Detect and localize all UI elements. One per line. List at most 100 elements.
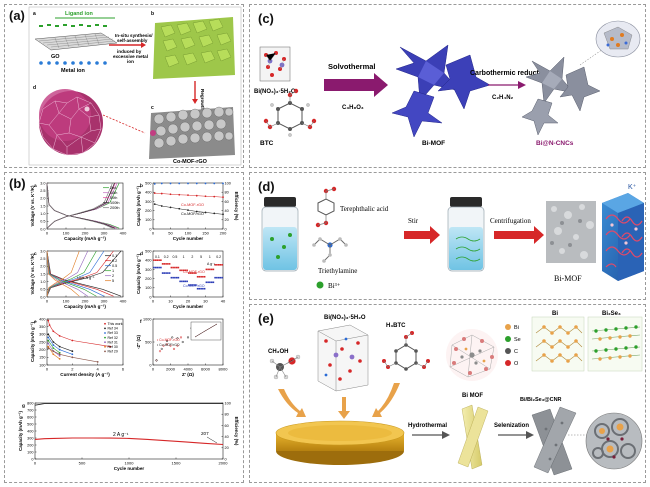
- rate-point-Co-MOF/rGO: [200, 287, 202, 290]
- h3btc-molecule: [382, 331, 430, 371]
- eis-inset: [190, 321, 222, 341]
- a-sub-a: a: [33, 11, 36, 17]
- rate-mark: 0.5: [172, 255, 177, 259]
- panel-e: (e) CH₃OH Bi(NO₃)₃·5H₂O: [249, 304, 646, 483]
- rate-point-Co-MOF/rGO: [214, 276, 216, 279]
- bi-n-cnc-crystals: [521, 56, 601, 136]
- rate-point-Co-MOF/rGO: [217, 276, 220, 279]
- y-tick-label: 400: [145, 191, 151, 195]
- rate-point-Co-MOF-rGO: [214, 264, 216, 266]
- x-tick-label: 2: [71, 367, 74, 372]
- rate-discharge-1: [46, 250, 97, 297]
- y-tick-label: 0.0: [40, 295, 45, 299]
- comparison-point-Ref 31: [47, 342, 50, 345]
- legend-swatch: [104, 322, 106, 325]
- rate-point-Co-MOF/rGO: [196, 287, 199, 290]
- charge-curve-10th: [46, 182, 118, 229]
- comparison-point-Ref 33: [52, 344, 55, 346]
- rate-point-Co-MOF/rGO: [179, 280, 181, 283]
- y-tick-label: 300: [145, 200, 151, 204]
- eis-point-Co-MOF-rGO: [162, 344, 165, 347]
- a-induced-3: ion: [127, 59, 134, 64]
- comparison-point-This work: [58, 334, 61, 337]
- comparison-point-Ref 29: [71, 356, 74, 359]
- comparison-point-This work: [71, 339, 74, 342]
- rate-point-Co-MOF/rGO: [221, 276, 223, 279]
- charge-curve-2nd: [46, 182, 120, 229]
- rate-point-Co-MOF/rGO: [203, 287, 206, 290]
- y-tick-label: 150: [39, 356, 45, 360]
- x-axis-label: Z' (Ω): [182, 372, 194, 377]
- y-tick-label: 100: [145, 286, 151, 290]
- x-tick-label: 200: [82, 299, 89, 304]
- y-tick-label: 300: [27, 436, 33, 440]
- y2-axis-label: Efficiency (%): [234, 417, 239, 446]
- y2-tick-label: 40: [225, 209, 229, 213]
- rate-point-Co-MOF/rGO: [212, 281, 215, 284]
- rate-point-Co-MOF-rGO: [182, 269, 185, 272]
- y-tick-label: 250: [39, 340, 45, 344]
- rate-point-Co-MOF-rGO: [212, 268, 215, 271]
- eis-point-Co-MOF/rGO: [160, 347, 163, 350]
- legend-label: 50th: [110, 196, 117, 200]
- x-tick-label: 0: [152, 231, 155, 236]
- discharge-curve-10th: [46, 182, 118, 229]
- eis-point-Co-MOF-rGO: [179, 336, 183, 339]
- rate-point-Co-MOF/rGO: [198, 287, 201, 290]
- comparison-point-Ref 30: [52, 353, 55, 356]
- y-tick-label: 600: [27, 415, 33, 419]
- final-capacity-label: 207: [201, 431, 209, 436]
- green-crystal-sheet: [153, 17, 235, 79]
- unit-label: Unit: A g⁻¹: [77, 276, 95, 280]
- efficiency-point: [153, 183, 156, 185]
- a-sub-d: d: [33, 85, 36, 91]
- bi-mof-rods: [457, 404, 489, 470]
- rate-mark: 2: [191, 255, 193, 259]
- x-tick-label: 500: [79, 461, 86, 466]
- rate-point-Co-MOF/rGO: [191, 284, 194, 286]
- legend-swatch: [104, 350, 106, 353]
- legend-label: 0.5: [112, 264, 117, 268]
- rate-point-Co-MOF/rGO: [186, 280, 188, 283]
- x-tick-label: 0: [152, 367, 155, 372]
- rate-point-Co-MOF-rGO: [196, 275, 199, 278]
- a-metal-ion: Metal ion: [61, 68, 85, 74]
- x-tick-label: 30: [203, 299, 208, 304]
- comparison-point-Ref 33: [58, 348, 61, 351]
- legend-label: 5: [112, 279, 114, 283]
- go-sheet: [34, 32, 118, 51]
- y-axis-label: Capacity (mAh g⁻¹): [30, 322, 35, 362]
- rate-point-Co-MOF-rGO: [198, 275, 201, 278]
- d-centrifugation: Centrifugation: [490, 217, 531, 225]
- a-sub-c: c: [151, 105, 154, 111]
- y2-tick-label: 80: [225, 191, 229, 195]
- panel-d-figure: Terephthalic acid Triethylamine Bi³⁺ Sti…: [261, 184, 644, 290]
- e-legend-o: O: [514, 361, 519, 367]
- rate-point-Co-MOF-rGO: [170, 266, 173, 269]
- y-tick-label: 2.5: [40, 257, 45, 261]
- rate-point-Co-MOF/rGO: [167, 272, 169, 274]
- e-legend-bi: Bi: [514, 325, 519, 331]
- y-tick-label: 500: [27, 422, 33, 426]
- rate-point-Co-MOF-rGO: [221, 264, 223, 266]
- long-cycle-efficiency: [34, 403, 223, 406]
- final-capacity-pointer: [206, 436, 218, 444]
- e-ch3oh: CH₃OH: [268, 349, 288, 355]
- x-tick-label: 0: [46, 299, 49, 304]
- efficiency-point: [178, 182, 181, 185]
- y-tick-label: 3.0: [40, 181, 45, 185]
- eis-point-Co-MOF-rGO: [158, 350, 162, 353]
- x-tick-label: 150: [202, 231, 209, 236]
- legend-label: 2nd: [110, 186, 116, 190]
- subpanel-letter: g: [22, 404, 25, 409]
- e-bi2se3-struct: Bi₂Se₃: [602, 311, 621, 317]
- d-tpa: Terephthalic acid: [340, 205, 389, 213]
- comparison-point-Ref 33: [71, 353, 74, 356]
- y2-tick-label: 40: [225, 435, 229, 439]
- panel-a-figure: a Ligand ion GO Metal ion In-situ synthe…: [28, 6, 242, 166]
- a-insitu-2: self-assembly: [117, 38, 148, 43]
- y-tick-label: 0: [149, 363, 151, 367]
